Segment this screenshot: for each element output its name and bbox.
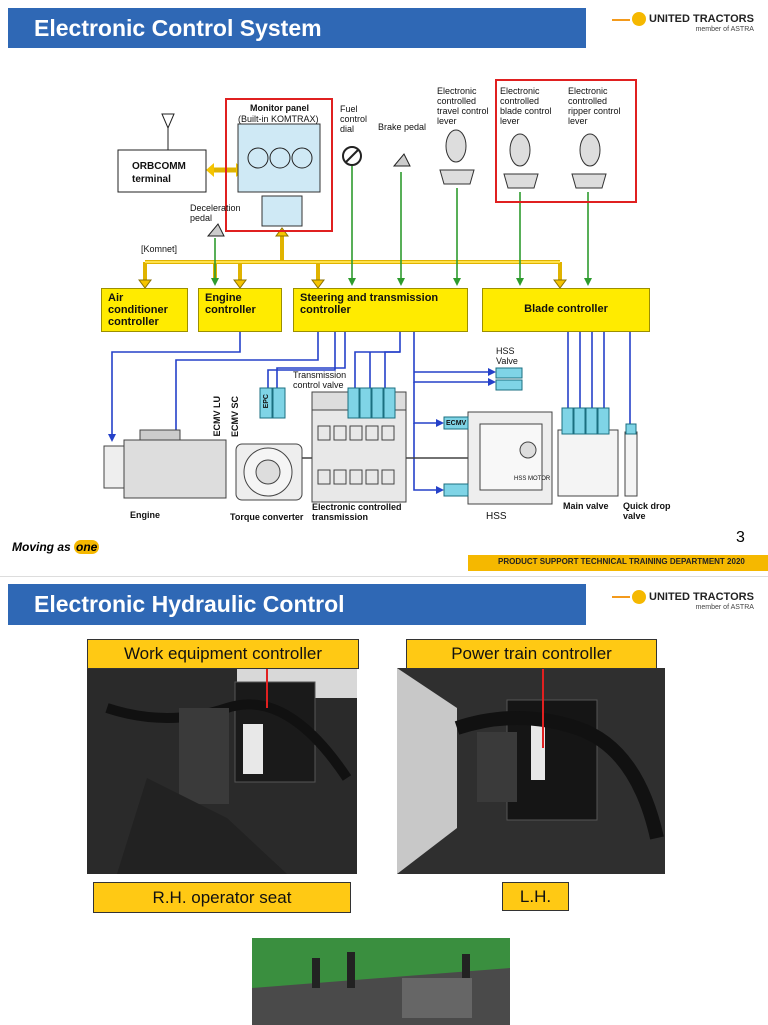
epc-label: EPC [263, 394, 270, 409]
orbcomm-box [117, 149, 207, 193]
slide-1: Electronic Control System UNITED TRACTOR… [8, 8, 768, 571]
lh-callout: L.H. [502, 882, 569, 911]
slide-title-2: Electronic Hydraulic Control [8, 584, 586, 625]
decel-pedal-label: Deceleration pedal [190, 203, 241, 223]
komtrax-keypad [261, 195, 303, 227]
title-divider-2 [612, 596, 630, 598]
levers-highlight [495, 79, 637, 203]
hss-unit [467, 411, 553, 505]
hss-motor-label: HSS MOTOR [514, 476, 551, 482]
engine-label: Engine [130, 510, 161, 520]
quick-drop-valve [624, 431, 638, 497]
footer-tagline: Moving as one [12, 540, 100, 554]
power-train-photo-art [397, 668, 665, 874]
brake-pedal-icon [392, 153, 411, 167]
work-equipment-photo [87, 668, 357, 874]
monitor-screen [237, 123, 321, 193]
tagline-part-2: one [74, 540, 100, 554]
title-divider [612, 19, 630, 21]
power-train-controller-callout: Power train controller [406, 639, 657, 669]
transmission-label: Electronic controlled transmission [312, 502, 402, 522]
quick-drop-label: Quick drop valve [623, 501, 671, 521]
output-lines [111, 332, 631, 491]
ecmv-label: ECMV [446, 420, 467, 427]
lever-icons [439, 129, 607, 189]
blade-controller: Blade controller [482, 288, 650, 332]
brand-sub-2: member of ASTRA [695, 604, 754, 611]
torque-converter-label: Torque converter [230, 512, 304, 522]
work-equipment-photo-art [87, 668, 357, 874]
operator-cab-photo [252, 938, 510, 1025]
signal-lines [214, 165, 589, 282]
united-tractors-logo-icon [632, 12, 646, 26]
travel-lever-label: Electronic controlled travel control lev… [437, 86, 489, 126]
trans-valve-label: Transmission control valve [293, 370, 347, 390]
slide-title: Electronic Control System [8, 8, 586, 48]
hss-valve-label: HSS Valve [496, 346, 518, 366]
monitor-sub-label: (Built-in KOMTRAX) [238, 114, 319, 124]
decel-pedal-icon [206, 223, 225, 237]
united-tractors-logo-icon [632, 590, 646, 604]
brand-logo-2: UNITED TRACTORS member of ASTRA [632, 590, 754, 611]
torque-converter [235, 443, 303, 501]
rh-operator-seat-callout: R.H. operator seat [93, 882, 351, 913]
footer-dept: PRODUCT SUPPORT TECHNICAL TRAINING DEPAR… [498, 557, 745, 566]
engine [103, 429, 227, 499]
monitor-label: Monitor panel [250, 103, 309, 113]
brand-logo: UNITED TRACTORS member of ASTRA [632, 12, 754, 33]
ripper-lever-label: Electronic controlled ripper control lev… [568, 86, 621, 126]
ecmv-lu-label: ECMV LU [212, 396, 222, 437]
valve-boxes [259, 367, 637, 497]
orbcomm-label: ORBCOMM terminal [132, 161, 186, 185]
steering-transmission-controller: Steering and transmission controller [293, 288, 468, 332]
monitor-highlight [225, 98, 333, 232]
diagram-lines [103, 79, 638, 505]
page-number: 3 [736, 529, 745, 546]
hss-label: HSS [486, 511, 507, 522]
komnet-label: [Komnet] [141, 244, 178, 254]
aircon-controller: Air conditioner controller [101, 288, 188, 332]
operator-cab-photo-art [252, 938, 510, 1025]
main-valve-label: Main valve [563, 501, 609, 511]
brand-sub: member of ASTRA [695, 26, 754, 33]
work-equipment-controller-callout: Work equipment controller [87, 639, 359, 669]
tagline-part-1: Moving as [12, 540, 75, 554]
brand-name-2: UNITED TRACTORS [649, 590, 754, 603]
power-train-photo [397, 668, 665, 874]
main-valve [557, 429, 619, 497]
slide-2: Electronic Hydraulic Control UNITED TRAC… [0, 576, 768, 1025]
footer-dept-bar [468, 555, 768, 571]
brake-pedal-label: Brake pedal [378, 122, 427, 132]
antenna [161, 113, 175, 150]
fuel-dial-label: Fuel control dial [340, 104, 368, 134]
brand-name: UNITED TRACTORS [649, 12, 754, 25]
ecmv-sc-label: ECMV SC [230, 396, 240, 438]
engine-controller: Engine controller [198, 288, 282, 332]
blade-lever-label: Electronic controlled blade control leve… [500, 86, 552, 126]
